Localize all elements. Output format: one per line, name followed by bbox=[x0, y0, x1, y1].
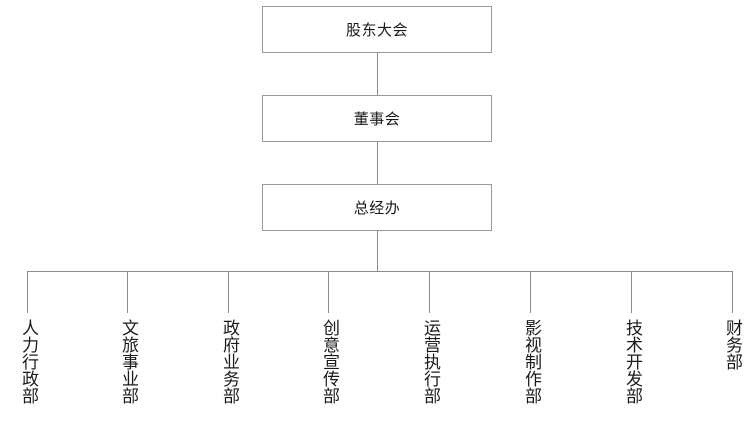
shareholders-meeting-box: 股东大会 bbox=[262, 6, 492, 53]
department-finance: 财务部 bbox=[722, 319, 742, 370]
board-of-directors-box: 董事会 bbox=[262, 95, 492, 142]
general-office-box: 总经办 bbox=[262, 184, 492, 231]
board-of-directors-label: 董事会 bbox=[353, 110, 401, 128]
department-hr-admin: 人力行政部 bbox=[18, 319, 38, 404]
department-tech-development: 技术开发部 bbox=[622, 319, 642, 404]
department-film-production: 影视制作部 bbox=[521, 319, 541, 404]
department-culture-tourism: 文旅事业部 bbox=[118, 319, 138, 404]
department-operations: 运营执行部 bbox=[420, 319, 440, 404]
department-creative-publicity: 创意宣传部 bbox=[319, 319, 339, 404]
shareholders-meeting-label: 股东大会 bbox=[345, 21, 408, 39]
department-government-affairs: 政府业务部 bbox=[219, 319, 239, 404]
general-office-label: 总经办 bbox=[353, 199, 401, 217]
